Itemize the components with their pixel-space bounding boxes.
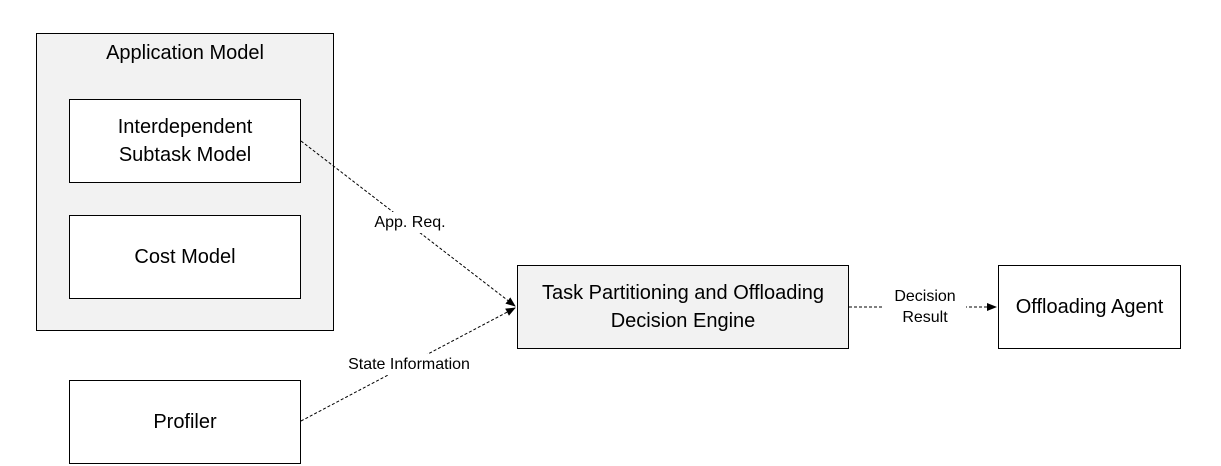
decision-result-label: Decision Result <box>884 286 966 328</box>
cost-model-box: Cost Model <box>69 215 301 299</box>
subtask-model-box: Interdependent Subtask Model <box>69 99 301 183</box>
offloading-agent-box: Offloading Agent <box>998 265 1181 349</box>
app-req-label: App. Req. <box>360 212 460 233</box>
state-information-label: State Information <box>333 354 485 375</box>
decision-engine-box: Task Partitioning and Offloading Decisio… <box>517 265 849 349</box>
application-model-title: Application Model <box>106 42 264 64</box>
profiler-box: Profiler <box>69 380 301 464</box>
